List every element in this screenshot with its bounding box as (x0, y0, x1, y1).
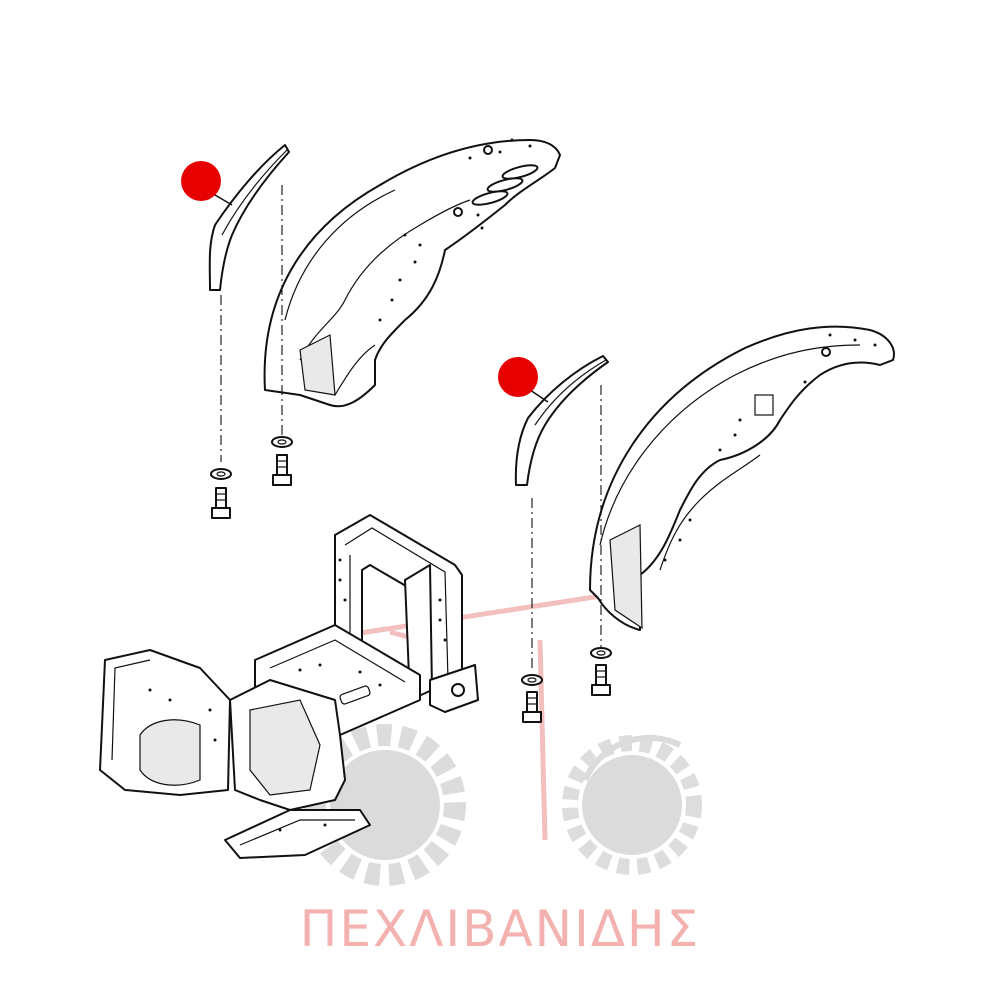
hardware-left (210, 436, 293, 519)
watermark-text: ΠΕΧΛΙΒΑΝΙΔΗΣ (299, 900, 701, 958)
bolt (591, 664, 611, 696)
washer (521, 674, 543, 686)
fender-left (263, 138, 561, 408)
washer (590, 647, 612, 659)
frame-rivets (148, 558, 447, 832)
fender-right-rivets (663, 333, 877, 562)
callout-marker-left[interactable] (181, 161, 233, 206)
bolt (211, 487, 231, 519)
fender-trim-left (208, 144, 290, 291)
hardware-right (521, 647, 612, 723)
callouts (181, 161, 549, 403)
watermark-gear-right (562, 734, 702, 875)
washer (271, 436, 293, 448)
tractor-frame (99, 514, 479, 859)
watermark-gears (304, 587, 702, 886)
washer (210, 468, 232, 480)
callout-marker-right[interactable] (498, 357, 549, 403)
fender-right (589, 325, 895, 631)
bolt (522, 691, 542, 723)
fender-left-rivets (378, 138, 532, 322)
bolt (272, 454, 292, 486)
assembly-lines (220, 185, 602, 670)
fender-trim-right (514, 355, 609, 486)
